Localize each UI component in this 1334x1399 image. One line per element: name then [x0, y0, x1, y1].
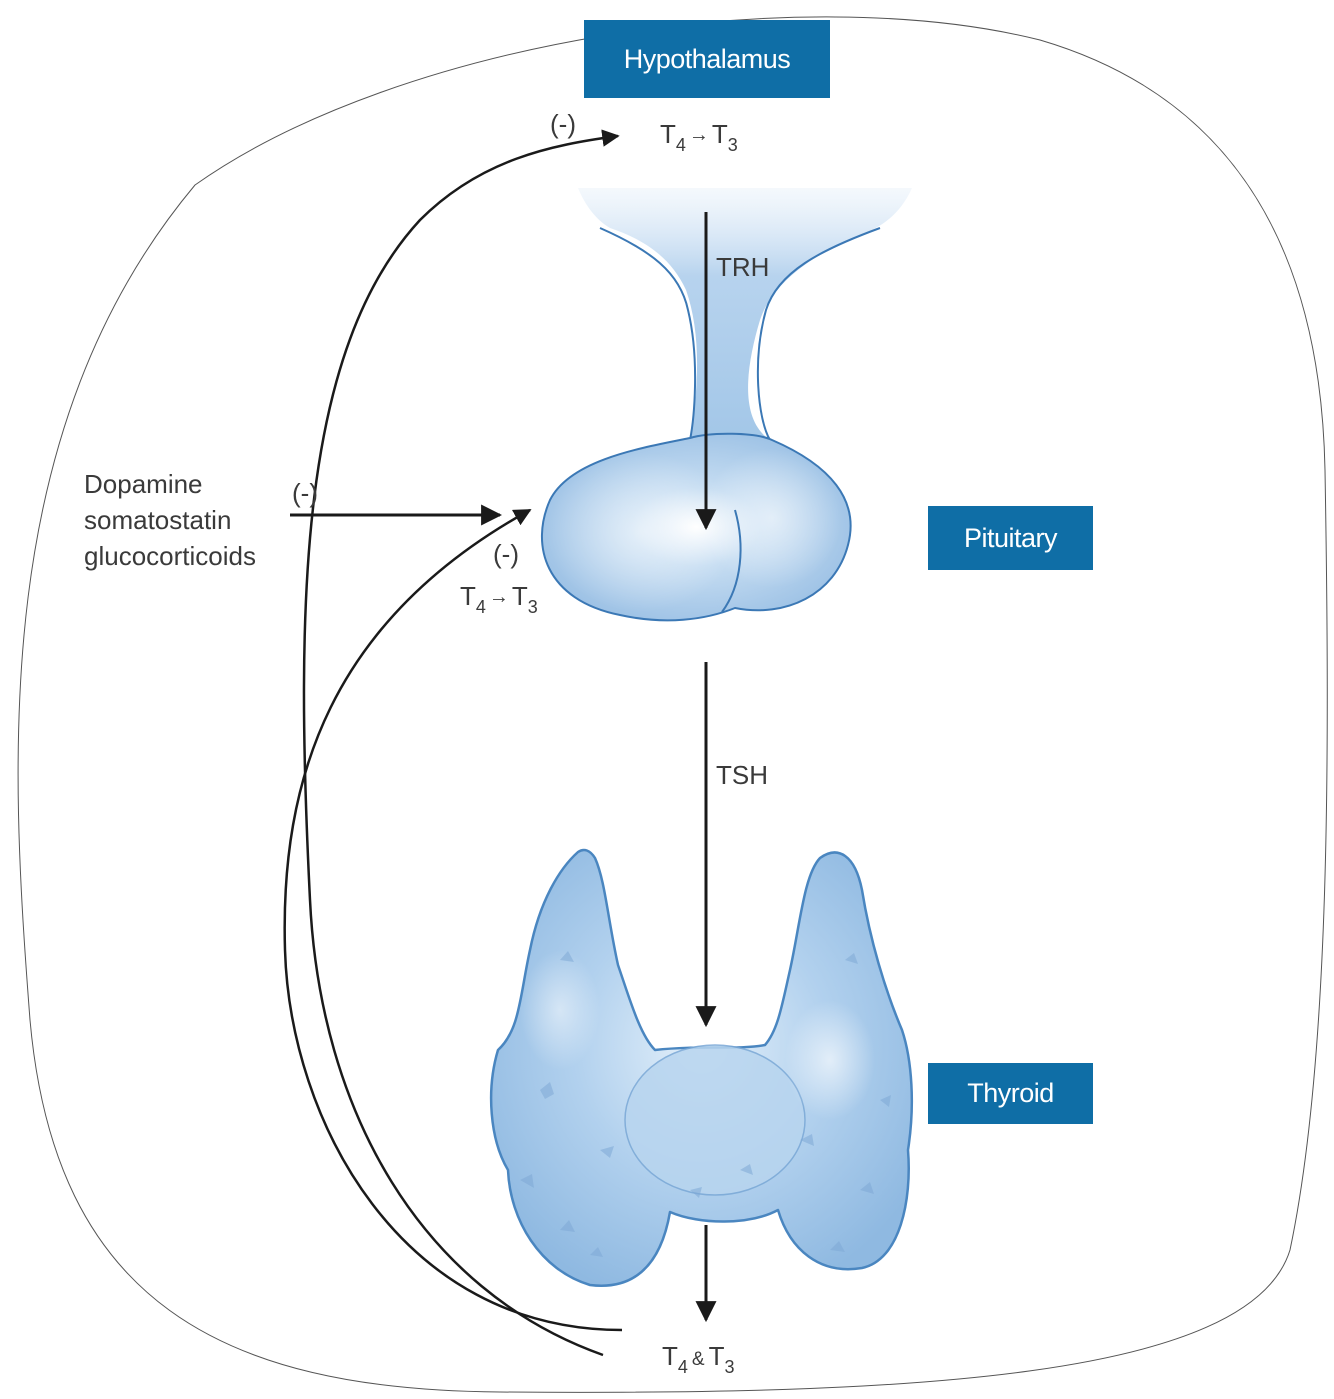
feedback-arrow-to-hypothalamus — [302, 129, 620, 1357]
tsh-label: TSH — [716, 760, 768, 790]
pituitary-t4-t3-conversion: T4→T3 — [460, 581, 538, 616]
t-symbol: T — [708, 1341, 725, 1371]
and-symbol: & — [691, 1349, 705, 1370]
subscript-4: 4 — [677, 1357, 688, 1377]
subscript-4: 4 — [675, 135, 686, 155]
inhibitor-somatostatin: somatostatin — [84, 505, 232, 535]
trh-label: TRH — [716, 252, 770, 282]
conversion-arrow: → — [488, 586, 509, 608]
t-symbol: T — [460, 581, 476, 611]
inhibitors-sign: (-) — [292, 478, 318, 508]
subscript-3: 3 — [527, 597, 538, 617]
t-symbol: T — [662, 1341, 678, 1371]
subscript-3: 3 — [724, 1357, 735, 1377]
inhibitors-list: Dopamine somatostatin glucocorticoids — [84, 466, 256, 574]
pituitary-inhibit-sign: (-) — [493, 539, 519, 569]
hypothalamus-label: Hypothalamus — [584, 20, 830, 98]
thyroid-output-t4-t3: T4&T3 — [662, 1341, 735, 1376]
hypothalamus-inhibit-sign: (-) — [550, 109, 576, 139]
t-symbol: T — [711, 119, 728, 149]
t-symbol: T — [660, 119, 676, 149]
t-symbol: T — [511, 581, 528, 611]
hypothalamus-t4-t3-conversion: T4→T3 — [660, 119, 738, 154]
thyroid-label: Thyroid — [928, 1063, 1093, 1124]
outer-outline — [17, 16, 1328, 1393]
conversion-arrow: → — [688, 124, 709, 146]
subscript-3: 3 — [727, 135, 738, 155]
pituitary-stalk — [578, 188, 912, 440]
inhibitor-glucocorticoids: glucocorticoids — [84, 541, 256, 571]
subscript-4: 4 — [475, 597, 486, 617]
pituitary-label: Pituitary — [928, 506, 1093, 570]
feedback-arrow-to-pituitary — [283, 508, 623, 1332]
inhibitor-dopamine: Dopamine — [84, 469, 203, 499]
